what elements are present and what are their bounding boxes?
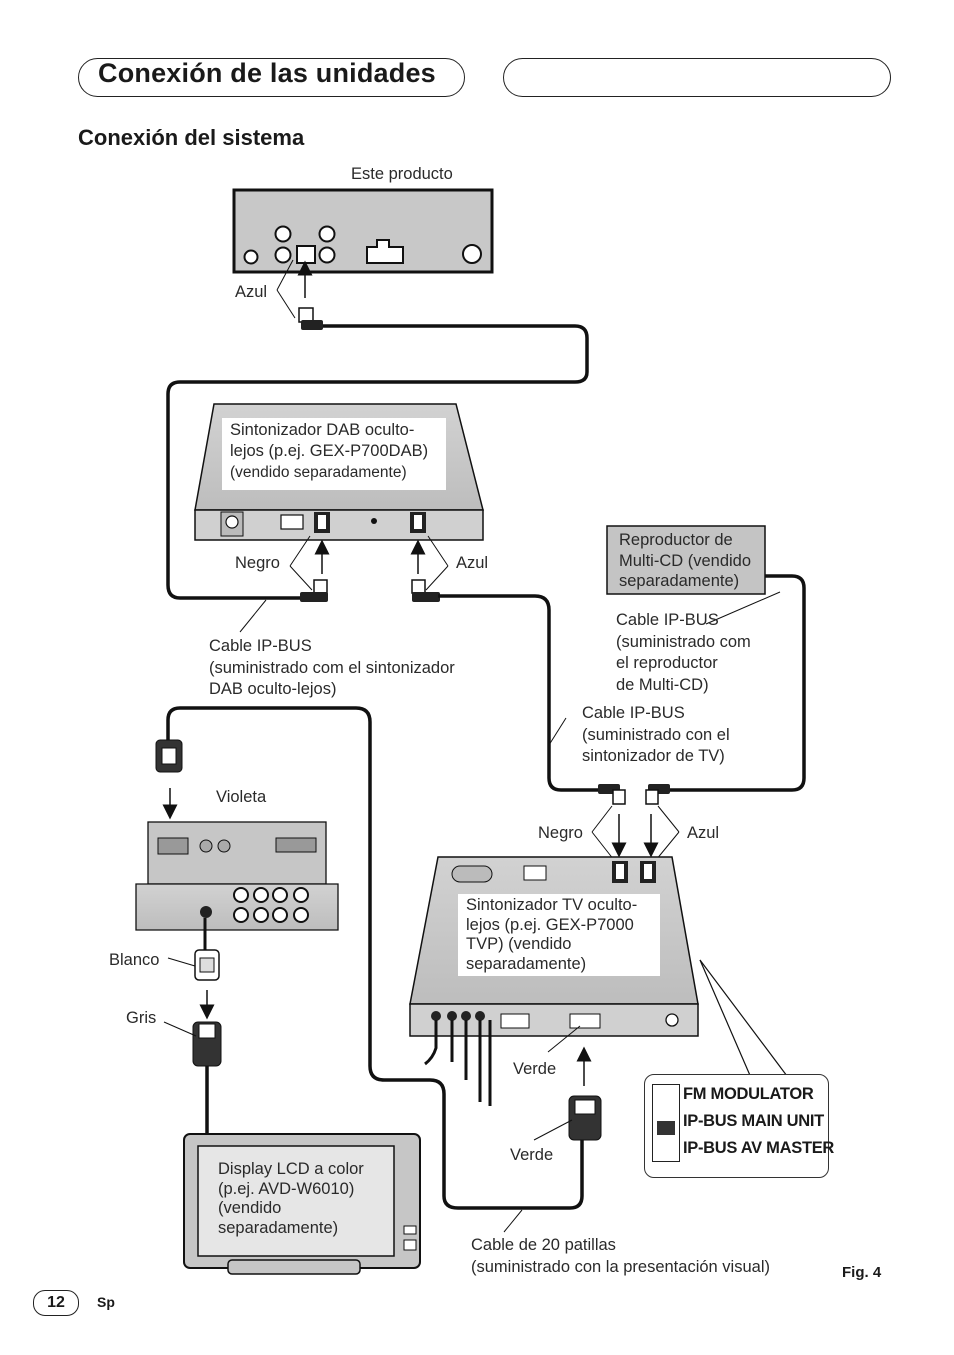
figure-label: Fig. 4: [842, 1264, 882, 1281]
label-verde-2: Verde: [510, 1146, 554, 1164]
label-cable-ipbus-cd: Cable IP-BUS (suministrado com el reprod…: [616, 611, 751, 694]
lcd-display-label: Display LCD a color (p.ej. AVD-W6010) (v…: [218, 1160, 364, 1237]
label-violeta: Violeta: [216, 788, 267, 806]
header-blank-frame: [503, 58, 891, 97]
plug-head-unit: [298, 307, 323, 330]
head-unit: [232, 188, 494, 274]
mode-switch-knob: [657, 1121, 675, 1135]
label-este-producto: Este producto: [351, 165, 453, 183]
label-cable-ipbus-dab: Cable IP-BUS (suministrado com el sinton…: [209, 637, 455, 698]
switch-option-fm-modulator: FM MODULATOR: [683, 1085, 814, 1103]
switch-option-ipbus-av-master: IP-BUS AV MASTER: [683, 1139, 835, 1157]
label-cable-20-pin: Cable de 20 patillas (suministrado con l…: [471, 1236, 770, 1276]
dab-tuner-label: Sintonizador DAB oculto- lejos (p.ej. GE…: [222, 418, 446, 490]
plug-tv-black: [598, 784, 626, 805]
ipbus-cable-dab: [166, 324, 589, 600]
tv-tuner-label: Sintonizador TV oculto- lejos (p.ej. GEX…: [458, 894, 660, 976]
plug-white: [194, 949, 220, 981]
plug-green-20pin: [568, 1095, 602, 1141]
multi-cd-label: Reproductor de Multi-CD (vendido separad…: [619, 531, 752, 590]
plug-grey: [192, 1021, 222, 1067]
header-title-frame: [78, 58, 465, 97]
ipbus-cable-cd: [662, 574, 806, 792]
plug-violet: [155, 739, 183, 773]
page-number: 12: [33, 1290, 79, 1316]
tv-tuner-leads: [424, 1020, 492, 1106]
multi-cd-unit: [606, 525, 766, 595]
section-title: Conexión del sistema: [78, 125, 305, 150]
page-title: Conexión de las unidades: [98, 58, 436, 88]
label-verde-1: Verde: [513, 1060, 557, 1078]
label-negro-tv: Negro: [538, 824, 583, 842]
label-azul-top: Azul: [235, 283, 268, 301]
lcd-display: [183, 1133, 421, 1275]
label-negro-dab: Negro: [235, 554, 280, 572]
plug-dab-blue: [411, 579, 440, 602]
ipbus-cable-tv: [438, 594, 604, 792]
plug-dab-black: [300, 579, 328, 602]
label-azul-tv: Azul: [687, 824, 720, 842]
language-tag: Sp: [97, 1294, 115, 1310]
av-adapter-unit: [135, 821, 339, 931]
switch-option-ipbus-main-unit: IP-BUS MAIN UNIT: [683, 1112, 824, 1130]
label-gris: Gris: [126, 1009, 157, 1027]
label-blanco: Blanco: [109, 951, 160, 969]
label-azul-dab: Azul: [456, 554, 489, 572]
label-cable-ipbus-tv: Cable IP-BUS (suministrado con el sinton…: [582, 704, 730, 765]
plug-tv-blue: [645, 784, 670, 805]
mode-switch: [652, 1084, 680, 1162]
20pin-cable: [166, 706, 584, 1210]
